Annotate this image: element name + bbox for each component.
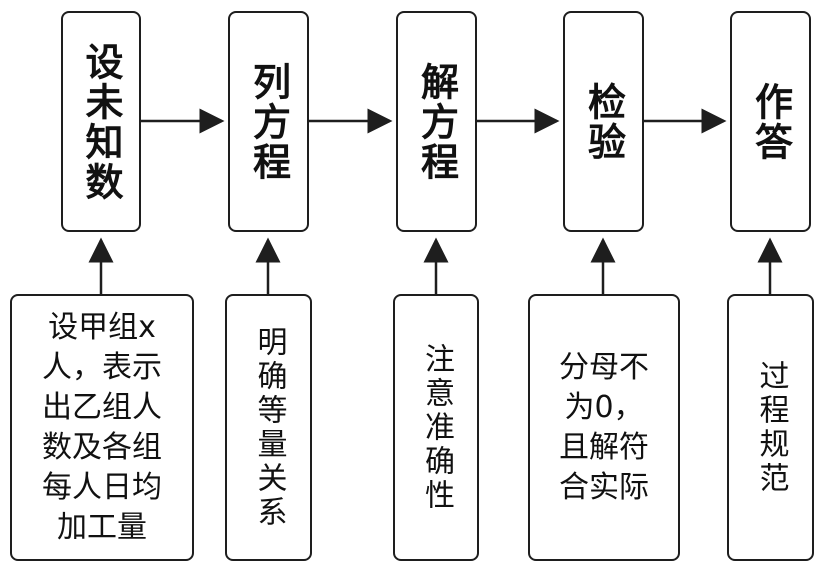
note-text: 明确等量关系 <box>251 325 287 530</box>
step-box-check: 检验 <box>563 11 644 232</box>
note-box-check: 分母不 为0， 且解符 合实际 <box>528 294 680 561</box>
step-box-answer: 作答 <box>730 11 811 232</box>
step-box-set-unknown: 设未知数 <box>61 11 141 232</box>
step-label: 解方程 <box>414 61 459 182</box>
note-text: 过程规范 <box>753 359 789 496</box>
note-text: 分母不 为0， 且解符 合实际 <box>559 349 649 505</box>
note-box-answer: 过程规范 <box>727 294 814 561</box>
step-box-solve-equation: 解方程 <box>396 11 477 232</box>
step-label: 设未知数 <box>79 41 123 202</box>
step-box-write-equation: 列方程 <box>228 11 309 232</box>
note-box-write-equation: 明确等量关系 <box>225 294 312 561</box>
note-box-solve-equation: 注意准确性 <box>393 294 479 561</box>
step-label: 列方程 <box>246 61 291 182</box>
step-label: 作答 <box>748 81 793 162</box>
note-text: 设甲组x 人，表示 出乙组人 数及各组 每人日均 加工量 <box>42 309 162 545</box>
note-box-set-unknown: 设甲组x 人，表示 出乙组人 数及各组 每人日均 加工量 <box>10 294 194 561</box>
note-text: 注意准确性 <box>419 342 454 513</box>
step-label: 检验 <box>581 81 626 162</box>
